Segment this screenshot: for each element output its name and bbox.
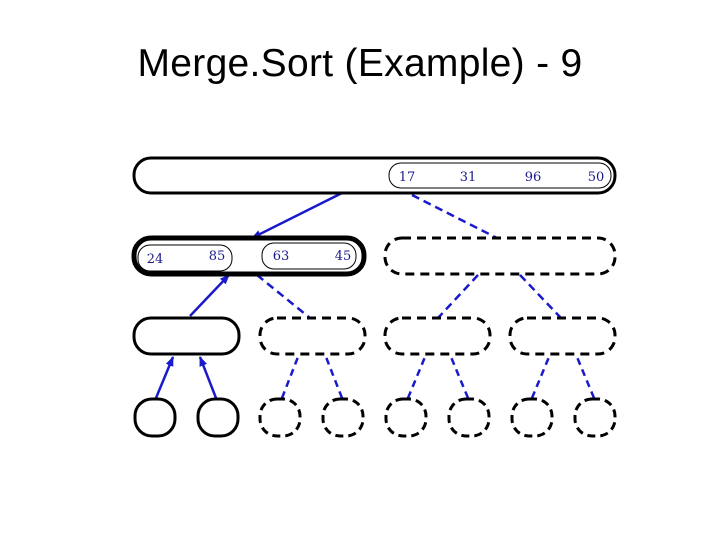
arrow-leaf-2 — [198, 356, 218, 399]
right-pair-value-2: 45 — [335, 249, 352, 264]
leaf-node-8 — [573, 397, 617, 438]
dashed-edge-leaf-5 — [406, 356, 427, 399]
arrow-leaf-1 — [154, 356, 175, 399]
level1-left-node: 24 85 63 45 — [131, 235, 367, 277]
root-node: 17 31 96 50 — [132, 156, 617, 195]
level2-node-3 — [383, 316, 492, 356]
dashed-edge-leaf-3 — [280, 356, 300, 399]
leaf-node-7 — [510, 397, 554, 438]
root-value-3: 96 — [525, 170, 542, 185]
level1-right-node — [383, 236, 617, 276]
dashed-edge-leaf-8 — [575, 356, 596, 399]
dashed-edge-level2-4 — [519, 274, 562, 319]
left-pair-value-2: 85 — [209, 249, 226, 264]
dashed-edge-level2-2 — [256, 274, 311, 319]
leaf-node-6 — [447, 397, 491, 438]
right-pair-box — [261, 242, 357, 270]
slide-title: Merge.Sort (Example) - 9 — [137, 42, 583, 85]
root-value-1: 17 — [399, 170, 416, 185]
arrow-root-to-left-child — [251, 191, 343, 240]
root-sorted-row — [388, 162, 612, 189]
level2-node-1 — [132, 316, 241, 356]
left-pair-value-1: 24 — [147, 252, 164, 267]
level2-node-2 — [258, 316, 367, 356]
level2-node-4 — [508, 316, 617, 356]
dashed-edge-level2-3 — [437, 274, 479, 319]
leaf-node-1 — [133, 397, 177, 438]
dashed-edge-leaf-6 — [449, 356, 470, 399]
connectors — [154, 191, 596, 399]
arrow-leaf1-to-level2 — [189, 274, 230, 317]
dashed-edge-leaf-4 — [324, 356, 344, 399]
leaf-node-4 — [321, 397, 365, 438]
leaf-node-2 — [196, 397, 240, 438]
root-value-4: 50 — [588, 170, 605, 185]
left-pair-box — [137, 244, 233, 272]
leaf-node-5 — [384, 397, 428, 438]
leaf-node-3 — [258, 397, 302, 438]
right-pair-value-1: 63 — [273, 249, 290, 264]
root-value-2: 31 — [460, 170, 477, 185]
dashed-edge-root-to-right-child — [411, 193, 498, 240]
dashed-edge-leaf-7 — [530, 356, 551, 399]
